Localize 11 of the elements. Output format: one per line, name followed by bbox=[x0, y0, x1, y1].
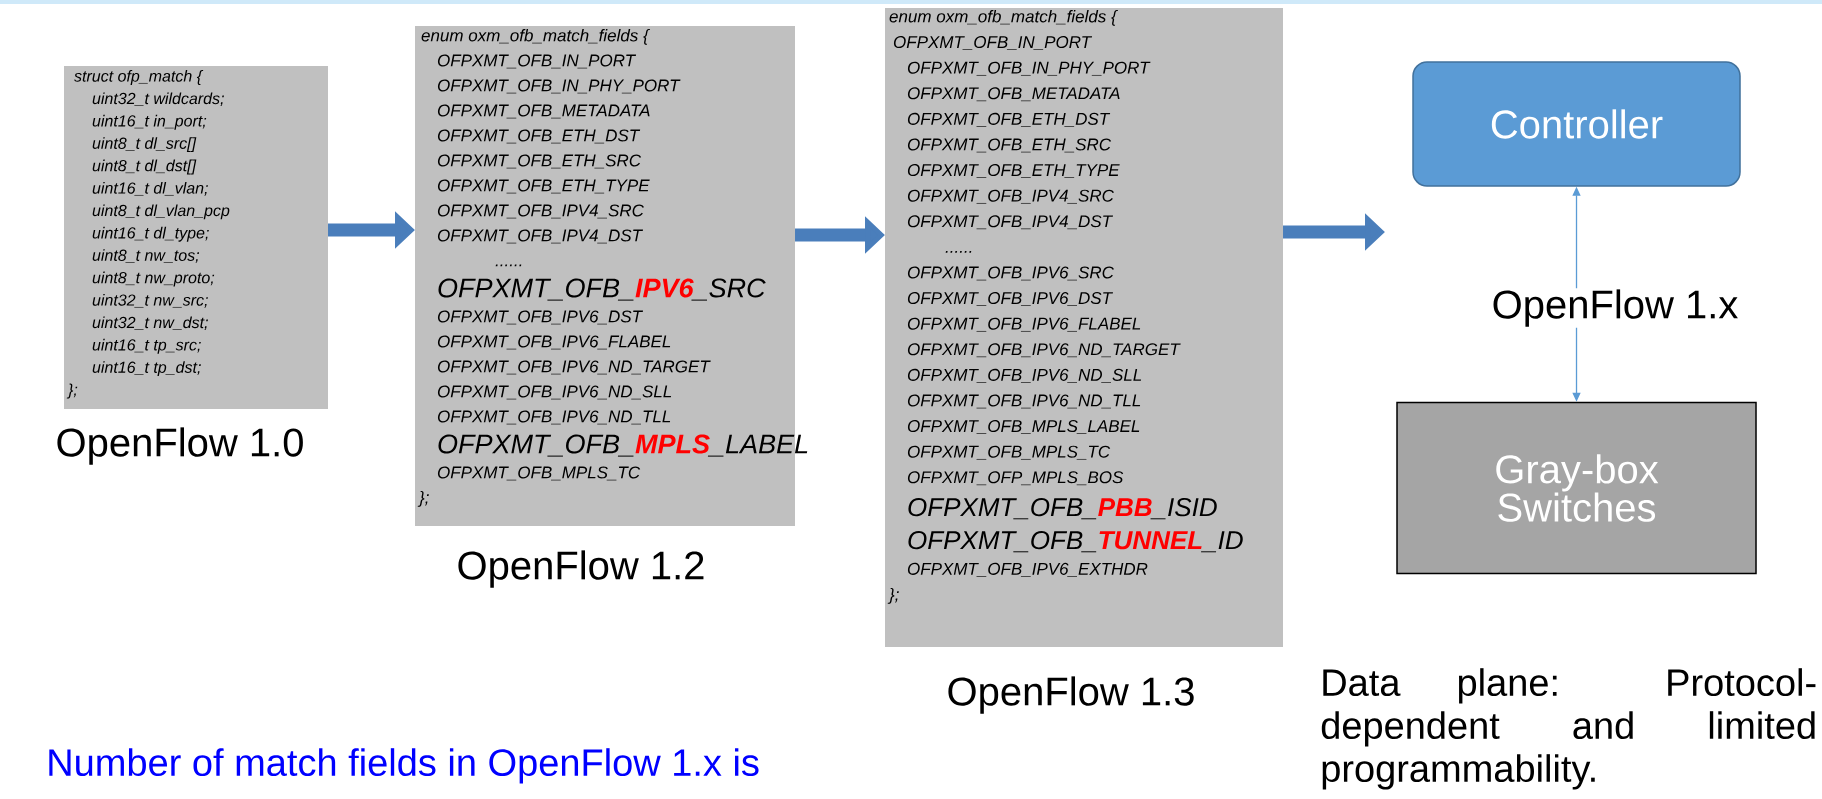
code-box: struct ofp_match { uint32_t wildcards; uint16_t in_port; uint8_t dl_src[] uint8_t dl_dst[] uint16_t dl_vlan; uint8_t dl_vlan_pcp uint16_t dl_type; uint8_t nw_tos; uint8_t nw_proto; uint32_t nw_src; uint32_t nw_dst; uint16_t tp_src; uint16_t tp_dst; }; bbox=[64, 66, 328, 409]
note-text: Number of match fields in OpenFlow 1.x is bbox=[49, 748, 759, 784]
version-caption: OpenFlow 1.2 bbox=[458, 550, 704, 588]
switch-box: Gray-box Switches bbox=[1396, 401, 1757, 575]
code-box: enum oxm_ofb_match_fields { OFPXMT_OFB_IN_PORT OFPXMT_OFB_IN_PHY_PORT OFPXMT_OFB_METADATA OFPXMT_OFB_ETH_DST OFPXMT_OFB_ETH_SRC OFPXMT_OFB_ETH_TYPE OFPXMT_OFB_IPV4_SRC OFPXMT_OFB_IPV4_DST ...... OFPXMT_OFB_IPV6_SRC OFPXMT_OFB_IPV6_DST OFPXMT_OFB_IPV6_FLABEL OFPXMT_OFB_IPV6_ND_TARGET OFPXMT_OFB_IPV6_ND_SLL OFPXMT_OFB_IPV6_ND_TLL OFPXMT_OFB_MPLS_LABEL OFPXMT_OFB_MPLS_TC OFPXMT_OFP_MPLS_BOS OFPXMT_OFB_PBB_ISID OFPXMT_OFB_TUNNEL_ID OFPXMT_OFB_IPV6_EXTHDR }; bbox=[885, 8, 1283, 647]
controller-box: Controller bbox=[1412, 61, 1741, 187]
code-box: enum oxm_ofb_match_fields { OFPXMT_OFB_IN_PORT OFPXMT_OFB_IN_PHY_PORT OFPXMT_OFB_METADATA OFPXMT_OFB_ETH_DST OFPXMT_OFB_ETH_SRC OFPXMT_OFB_ETH_TYPE OFPXMT_OFB_IPV4_SRC OFPXMT_OFB_IPV4_DST ...... OFPXMT_OFB_IPV6_SRC OFPXMT_OFB_IPV6_DST OFPXMT_OFB_IPV6_FLABEL OFPXMT_OFB_IPV6_ND_TARGET OFPXMT_OFB_IPV6_ND_SLL OFPXMT_OFB_IPV6_ND_TLL OFPXMT_OFB_MPLS_LABEL OFPXMT_OFB_MPLS_TC }; bbox=[415, 26, 808, 526]
version-caption: OpenFlow 1.0 bbox=[57, 427, 303, 465]
note-text: Data plane: Protocol-dependent and limited programmability. bbox=[1321, 668, 1816, 790]
edge-label: OpenFlow 1.x bbox=[1490, 288, 1740, 328]
version-caption: OpenFlow 1.3 bbox=[948, 676, 1194, 714]
